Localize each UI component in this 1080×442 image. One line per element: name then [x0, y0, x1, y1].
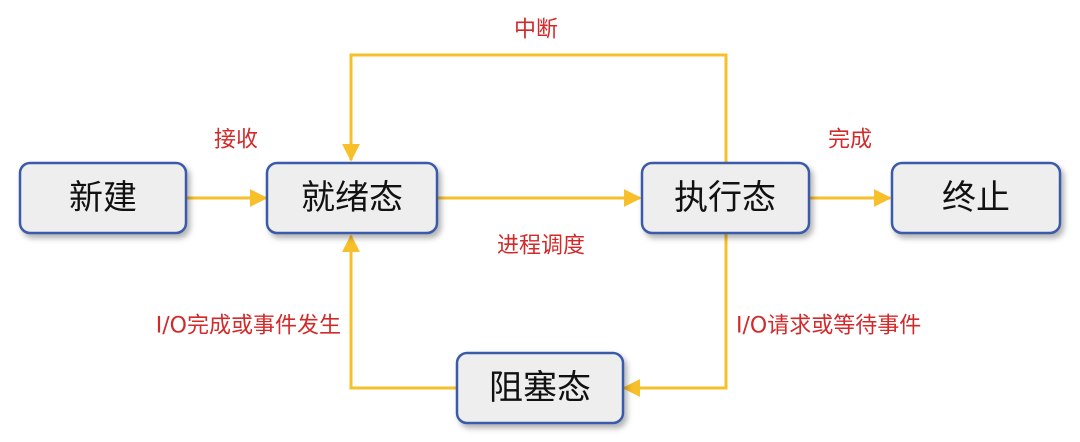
node-ready: 就绪态	[265, 161, 439, 235]
edges	[186, 53, 892, 397]
node-terminated-label: 终止	[942, 178, 1010, 218]
node-running: 执行态	[640, 161, 811, 235]
node-new: 新建	[18, 161, 188, 235]
label-admit: 接收	[214, 128, 258, 153]
arrow-io-done	[342, 234, 456, 390]
label-exit: 完成	[828, 128, 872, 153]
node-ready-label: 就绪态	[301, 178, 403, 218]
node-running-label: 执行态	[674, 178, 776, 218]
label-dispatch: 进程调度	[497, 234, 585, 259]
label-io-done: I/O完成或事件发生	[156, 314, 341, 339]
node-terminated: 终止	[890, 161, 1062, 235]
arrow-interrupt	[342, 53, 728, 162]
arrow-io-wait	[622, 234, 728, 397]
node-blocked-label: 阻塞态	[489, 368, 591, 408]
label-interrupt: 中断	[514, 18, 558, 43]
label-io-wait: I/O请求或等待事件	[736, 314, 921, 339]
node-new-label: 新建	[69, 178, 137, 218]
node-blocked: 阻塞态	[455, 351, 625, 425]
